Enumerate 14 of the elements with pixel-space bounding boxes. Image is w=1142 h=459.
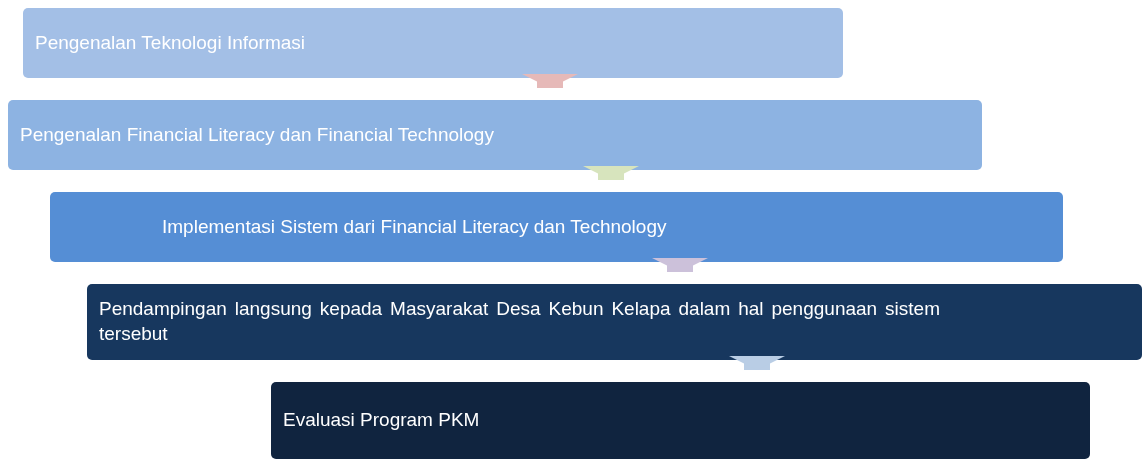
block-arrow — [652, 258, 708, 272]
box-label: Pengenalan Financial Literacy dan Financial Technology — [20, 122, 495, 147]
process-box — [23, 8, 843, 78]
block-arrow — [583, 166, 639, 180]
box-label: Evaluasi Program PKM — [283, 408, 481, 433]
process-box — [50, 192, 1063, 262]
box-label: Implementasi Sistem dari Financial Literacy dan Technology — [161, 214, 668, 239]
process-box — [271, 382, 1090, 459]
box-label: Pendampingan langsung kepada Masyarakat Desa Kebun Kelapa dalam hal penggunaan sistem tersebut — [99, 297, 941, 346]
box-label: Pengenalan Teknologi Informasi — [35, 30, 307, 55]
process-box — [8, 100, 982, 170]
process-box — [87, 284, 1142, 360]
block-arrow — [729, 356, 785, 370]
block-arrow — [522, 74, 578, 88]
